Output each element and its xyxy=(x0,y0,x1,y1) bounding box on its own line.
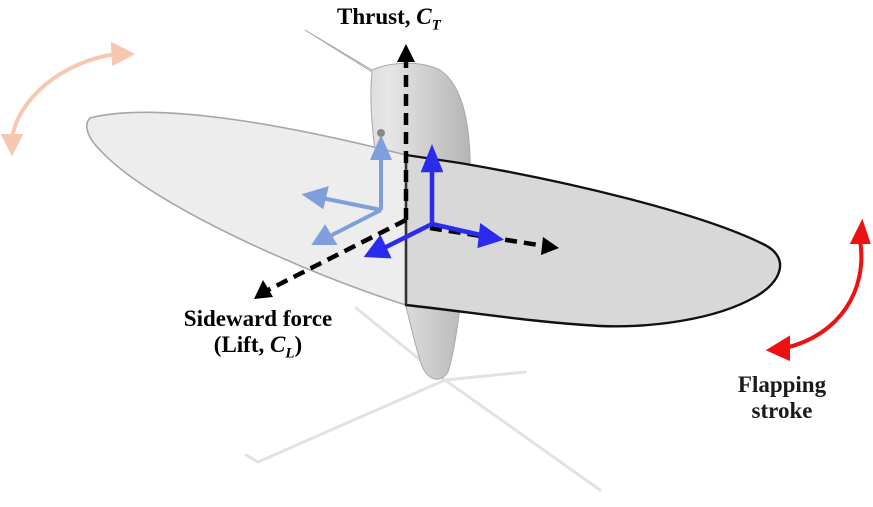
flapping-stroke-line2: stroke xyxy=(751,398,813,424)
flapping-stroke-arrow-previous xyxy=(0,41,136,157)
body-axes-previous xyxy=(301,135,393,245)
thrust-label: Thrust, CT xyxy=(337,4,441,35)
sideward-force-line2: (Lift, CL) xyxy=(138,332,378,363)
wing-current-position xyxy=(404,153,782,328)
thrust-subscript: T xyxy=(431,17,441,34)
lift-paren-open: (Lift, xyxy=(213,332,271,358)
body-axes-current xyxy=(363,143,505,259)
flapping-stroke-line1: Flapping xyxy=(737,372,827,397)
lift-subscript: L xyxy=(285,346,295,363)
flapping-stroke-label: Flapping stroke xyxy=(702,372,862,425)
thrust-arrow xyxy=(397,44,415,220)
wing-previous-position xyxy=(86,111,407,307)
thrust-symbol: C xyxy=(416,4,432,29)
sideward-force-label: Sideward force (Lift, CL) xyxy=(138,306,378,363)
thrust-label-text: Thrust, xyxy=(337,4,417,29)
lift-paren-close: ) xyxy=(294,332,303,358)
sideward-force-line1: Sideward force xyxy=(183,306,333,331)
flapping-stroke-arrow-current xyxy=(765,218,871,362)
sideward-force-arrow xyxy=(254,217,408,299)
lift-symbol: C xyxy=(270,332,286,358)
